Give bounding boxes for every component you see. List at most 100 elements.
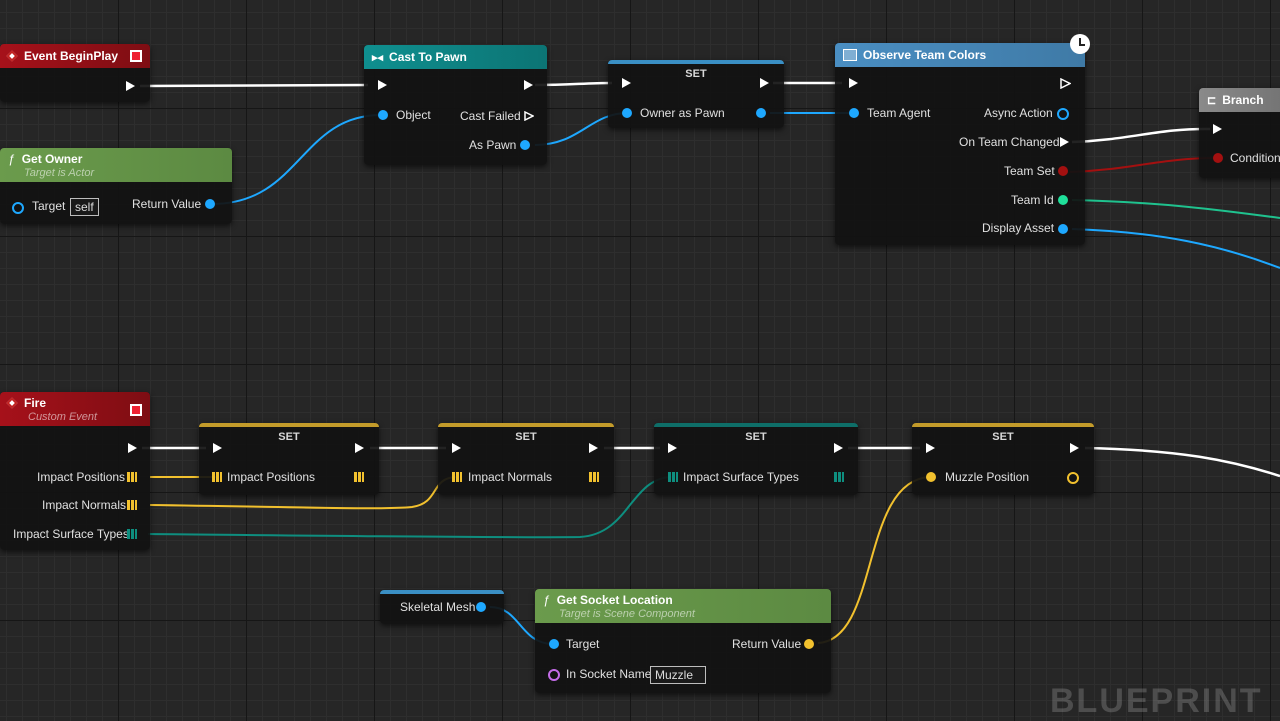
node-bar <box>199 423 379 427</box>
array-out-icon[interactable] <box>834 472 844 482</box>
exec-out-pin[interactable] <box>589 443 598 453</box>
target-pin[interactable] <box>12 202 24 214</box>
set-muzzle-position-node[interactable]: SET Muzzle Position <box>912 423 1094 495</box>
node-bar <box>438 423 614 427</box>
exec-in-pin[interactable] <box>213 443 222 453</box>
observe-team-colors-node[interactable]: Observe Team Colors Team Agent Async Act… <box>835 43 1085 245</box>
node-bar <box>912 423 1094 427</box>
set-owner-node[interactable]: SET Owner as Pawn <box>608 60 784 128</box>
owner-pin[interactable] <box>622 108 632 118</box>
int-wire <box>1071 199 1280 219</box>
array-out-icon[interactable] <box>354 472 364 482</box>
exec-wire <box>139 83 369 88</box>
array-in-icon[interactable] <box>668 472 678 482</box>
exec-out-pin[interactable] <box>128 443 137 453</box>
team-agent-pin[interactable] <box>849 108 859 118</box>
exec-out-pin[interactable] <box>126 81 135 91</box>
node-header: Observe Team Colors <box>835 43 1085 67</box>
node-header: Fire Custom Event <box>0 392 150 426</box>
muzzle-in-pin[interactable] <box>926 472 936 482</box>
team-id-label: Team Id <box>1011 193 1054 207</box>
event-beginplay-node[interactable]: Event BeginPlay <box>0 44 150 102</box>
exec-out-pin[interactable] <box>760 78 769 88</box>
exec-out-pin[interactable] <box>1070 443 1079 453</box>
branch-node[interactable]: ⊏ Branch Condition <box>1199 88 1280 178</box>
socket-name-field[interactable]: Muzzle <box>650 666 706 684</box>
node-title: Observe Team Colors <box>863 48 987 62</box>
node-title: Event BeginPlay <box>24 49 119 63</box>
node-title: Cast To Pawn <box>389 50 467 64</box>
condition-pin[interactable] <box>1213 153 1223 163</box>
exec-in-pin[interactable] <box>1213 124 1222 134</box>
return-value-label: Return Value <box>132 197 202 211</box>
function-icon: ƒ <box>8 152 15 166</box>
array-out-icon[interactable] <box>589 472 599 482</box>
exec-in-pin[interactable] <box>668 443 677 453</box>
impact-positions-label: Impact Positions <box>37 470 126 484</box>
skeletal-mesh-getter-node[interactable]: Skeletal Mesh <box>380 590 504 624</box>
exec-out-pin[interactable] <box>524 80 533 90</box>
async-node-icon <box>843 49 857 61</box>
array-in-icon[interactable] <box>212 472 222 482</box>
set-impact-surface-types-node[interactable]: SET Impact Surface Types <box>654 423 858 495</box>
socket-name-pin[interactable] <box>548 669 560 681</box>
target-value-field[interactable]: self <box>70 198 99 216</box>
impact-surface-types-array-icon[interactable] <box>127 529 137 539</box>
cast-failed-pin[interactable] <box>524 111 534 121</box>
fire-event-node[interactable]: Fire Custom Event Impact Positions Impac… <box>0 392 150 550</box>
object-pin[interactable] <box>378 110 388 120</box>
enum-wire <box>147 476 673 539</box>
cast-to-pawn-node[interactable]: ▸◂ Cast To Pawn Object Cast Failed As Pa… <box>364 45 547 165</box>
exec-in-pin[interactable] <box>452 443 461 453</box>
node-title: SET <box>992 431 1014 443</box>
cast-failed-label: Cast Failed <box>460 109 521 123</box>
on-team-changed-pin[interactable] <box>1060 137 1069 147</box>
target-pin[interactable] <box>549 639 559 649</box>
delegate-pin-icon[interactable] <box>130 50 142 62</box>
node-title: Get Owner <box>21 152 83 166</box>
node-title: SET <box>515 431 537 443</box>
delegate-pin-icon[interactable] <box>130 404 142 416</box>
node-header: Event BeginPlay <box>0 44 150 68</box>
display-asset-pin[interactable] <box>1058 224 1068 234</box>
async-action-label: Async Action <box>984 106 1053 120</box>
muzzle-out-pin[interactable] <box>1067 472 1079 484</box>
set-impact-normals-node[interactable]: SET Impact Normals <box>438 423 614 495</box>
team-id-pin[interactable] <box>1058 195 1068 205</box>
node-subtitle: Custom Event <box>28 411 98 423</box>
condition-label: Condition <box>1230 151 1280 165</box>
get-owner-node[interactable]: ƒ Get Owner Target is Actor Target self R… <box>0 148 232 224</box>
array-in-icon[interactable] <box>452 472 462 482</box>
node-subtitle: Target is Scene Component <box>559 608 695 620</box>
exec-wire <box>1071 127 1211 144</box>
return-value-pin[interactable] <box>804 639 814 649</box>
exec-in-pin[interactable] <box>622 78 631 88</box>
owner-out-pin[interactable] <box>756 108 766 118</box>
exec-out-pin[interactable] <box>355 443 364 453</box>
cast-icon: ▸◂ <box>372 51 384 64</box>
as-pawn-pin[interactable] <box>520 140 530 150</box>
on-team-changed-label: On Team Changed <box>959 135 1060 149</box>
return-value-pin[interactable] <box>205 199 215 209</box>
exec-in-pin[interactable] <box>849 78 858 88</box>
team-agent-label: Team Agent <box>867 106 931 120</box>
async-action-pin[interactable] <box>1057 108 1069 120</box>
team-set-pin[interactable] <box>1058 166 1068 176</box>
node-bar <box>608 60 784 64</box>
node-title: Fire <box>24 396 47 410</box>
exec-in-pin[interactable] <box>926 443 935 453</box>
set-impact-positions-node[interactable]: SET Impact Positions <box>199 423 379 495</box>
target-label: Target <box>32 199 66 213</box>
bool-wire <box>1069 157 1217 173</box>
impact-normals-label: Impact Normals <box>468 470 553 484</box>
exec-out-pin[interactable] <box>1060 78 1071 89</box>
skeletal-mesh-pin[interactable] <box>476 602 486 612</box>
exec-out-pin[interactable] <box>834 443 843 453</box>
object-wire <box>1071 228 1280 269</box>
impact-positions-array-icon[interactable] <box>127 472 137 482</box>
impact-normals-array-icon[interactable] <box>127 500 137 510</box>
impact-normals-label: Impact Normals <box>42 498 127 512</box>
node-subtitle: Target is Actor <box>24 167 95 179</box>
exec-in-pin[interactable] <box>378 80 387 90</box>
